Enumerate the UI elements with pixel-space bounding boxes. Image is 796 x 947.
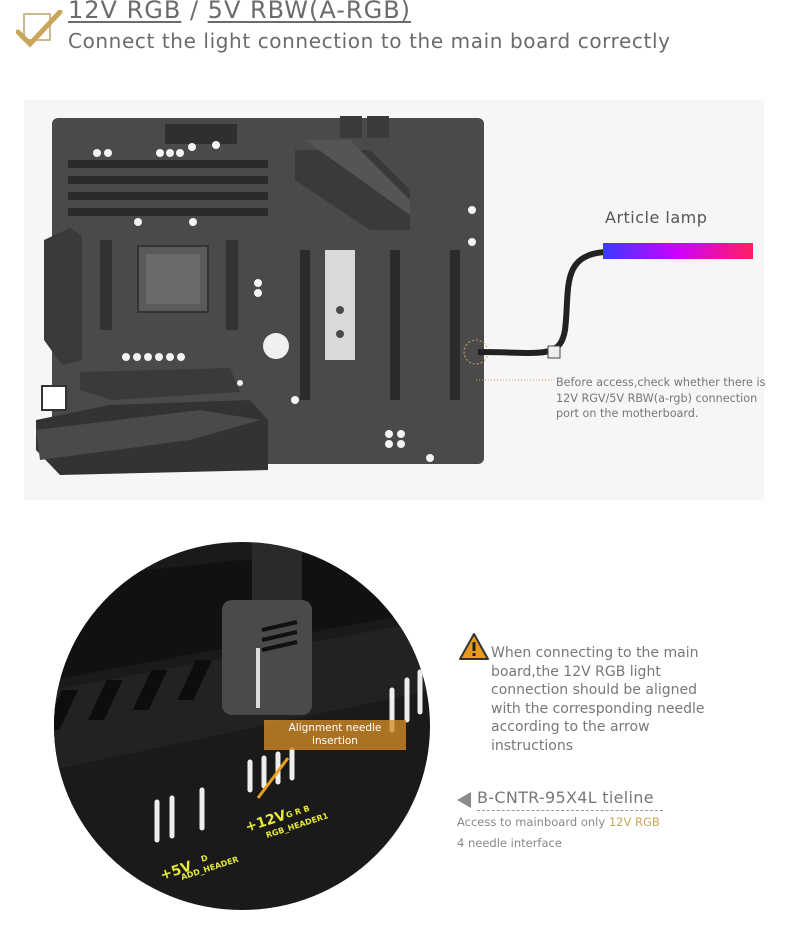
lamp-cable [477,249,606,356]
warning-triangle-icon [459,633,489,660]
page-title: 12V RGB / 5V RBW(A-RGB) [68,0,412,24]
alignment-needle-label: Alignment needle insertion [264,720,406,750]
triangle-left-icon [457,792,471,808]
tieline-interface-note: 4 needle interface [457,836,562,850]
article-lamp-bar [603,243,753,259]
article-lamp-label: Article lamp [605,208,708,227]
warning-text: When connecting to the main board,the 12… [491,645,705,754]
access-note: Before access,check whether there is 12V… [556,376,766,420]
page-subtitle: Connect the light connection to the main… [68,29,671,53]
tieline-title: B-CNTR-95X4L tieline [477,788,654,807]
header: 12V RGB / 5V RBW(A-RGB) Connect the ligh… [16,0,796,60]
tieline-subtitle: Access to mainboard only 12V RGB [457,815,660,829]
motherboard-illustration [36,116,753,475]
checkbox-check-icon [16,10,63,48]
header-5v-pins-label: D [200,853,209,864]
tieline-underline [477,810,663,811]
